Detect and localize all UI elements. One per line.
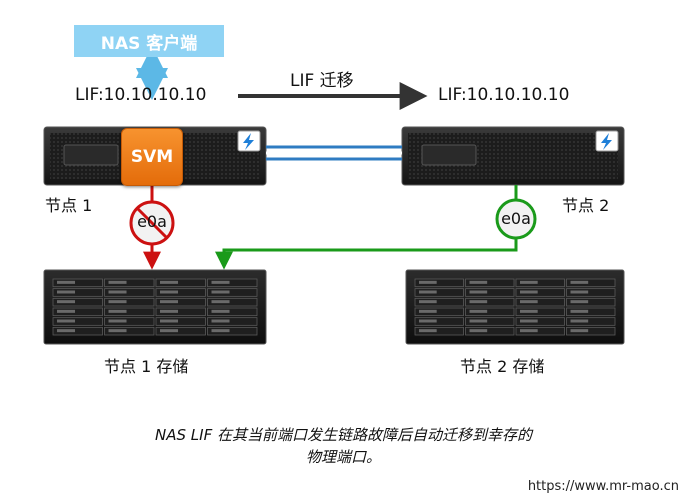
disk-bay bbox=[207, 307, 258, 317]
disk-bay bbox=[465, 317, 515, 326]
disk-bay bbox=[566, 278, 616, 288]
ha-interconnect bbox=[266, 145, 402, 161]
caption-line-2: 物理端口。 bbox=[305, 448, 381, 466]
svm-box: SVM bbox=[121, 128, 183, 186]
disk-bay bbox=[155, 288, 206, 297]
node2-port-label: e0a bbox=[501, 209, 531, 228]
node1-port-label: e0a bbox=[137, 212, 167, 231]
disk-bay bbox=[566, 326, 616, 336]
lif-address-right: LIF:10.10.10.10 bbox=[438, 85, 570, 105]
lightning-icon bbox=[601, 133, 612, 150]
watermark-url: https://www.mr-mao.cn bbox=[527, 479, 679, 494]
caption-line-1: NAS LIF 在其当前端口发生链路故障后自动迁移到幸存的 bbox=[155, 426, 532, 444]
disk-bay bbox=[52, 307, 103, 317]
prohibited-icon bbox=[135, 206, 169, 240]
disk-bay bbox=[104, 317, 155, 326]
disk-bay bbox=[515, 288, 565, 297]
disk-bay bbox=[515, 307, 565, 317]
disk-bay bbox=[207, 278, 258, 288]
node1-label: 节点 1 bbox=[45, 196, 93, 215]
disk-bay bbox=[155, 278, 206, 288]
lif-address-left: LIF:10.10.10.10 bbox=[75, 85, 207, 105]
node1-port-failed bbox=[129, 200, 175, 246]
disk-bay bbox=[104, 278, 155, 288]
node2-label: 节点 2 bbox=[562, 196, 610, 215]
surviving-link-route bbox=[215, 238, 518, 270]
disk-bay bbox=[104, 288, 155, 297]
nas-client-box: NAS 客户端 bbox=[74, 25, 224, 57]
disk-bay bbox=[52, 297, 103, 307]
disk-bay bbox=[566, 297, 616, 307]
lightning-icon bbox=[243, 133, 254, 150]
disk-bay bbox=[465, 297, 515, 307]
disk-bay bbox=[207, 297, 258, 307]
disk-bay bbox=[104, 297, 155, 307]
disk-bay bbox=[414, 278, 464, 288]
disk-bay bbox=[414, 317, 464, 326]
node2-storage-label: 节点 2 存储 bbox=[460, 357, 545, 376]
disk-bay bbox=[52, 326, 103, 336]
disk-bay bbox=[155, 317, 206, 326]
disk-bay bbox=[104, 307, 155, 317]
disk-bay bbox=[207, 326, 258, 336]
lif-migration-label: LIF 迁移 bbox=[290, 71, 354, 91]
disk-bay bbox=[414, 326, 464, 336]
disk-bay bbox=[465, 278, 515, 288]
disk-bay bbox=[515, 297, 565, 307]
disk-bay bbox=[414, 288, 464, 297]
disk-bay bbox=[465, 307, 515, 317]
disk-bay bbox=[155, 307, 206, 317]
disk-bay bbox=[207, 288, 258, 297]
node2-storage-shelf bbox=[405, 269, 625, 345]
disk-bay bbox=[155, 297, 206, 307]
node1-storage-label: 节点 1 存储 bbox=[104, 357, 189, 376]
disk-bay bbox=[465, 288, 515, 297]
disk-bay bbox=[566, 288, 616, 297]
disk-bay bbox=[207, 317, 258, 326]
disk-bay bbox=[155, 326, 206, 336]
disk-bay bbox=[465, 326, 515, 336]
disk-bay bbox=[566, 317, 616, 326]
disk-bay bbox=[515, 326, 565, 336]
disk-bay bbox=[52, 288, 103, 297]
node2-port-active bbox=[495, 198, 537, 240]
disk-bay bbox=[414, 297, 464, 307]
node1-storage-shelf bbox=[43, 269, 267, 345]
node2-controller bbox=[401, 126, 625, 186]
disk-bay bbox=[566, 307, 616, 317]
disk-bay bbox=[515, 317, 565, 326]
disk-bay bbox=[104, 326, 155, 336]
disk-bay bbox=[52, 317, 103, 326]
disk-bay bbox=[52, 278, 103, 288]
disk-bay bbox=[515, 278, 565, 288]
disk-bay bbox=[414, 307, 464, 317]
